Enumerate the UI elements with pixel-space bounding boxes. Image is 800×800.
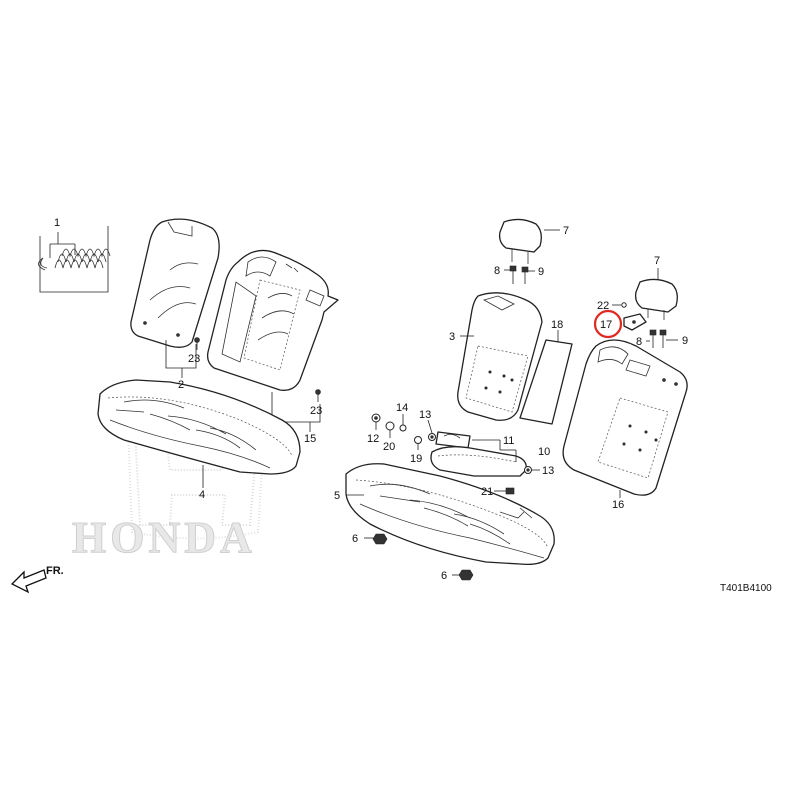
callout-9-right[interactable]: 9 <box>682 335 688 347</box>
callout-22[interactable]: 22 <box>597 300 609 312</box>
part-2-rear-seat-back-left[interactable] <box>130 218 220 348</box>
diagram-code: T401B4100 <box>720 583 772 594</box>
part-13-nut-upper[interactable] <box>427 419 436 441</box>
callout-12[interactable]: 12 <box>367 433 379 445</box>
callout-14[interactable]: 14 <box>396 402 408 414</box>
guide-9-center[interactable] <box>521 266 535 284</box>
part-19-clip[interactable] <box>414 436 422 451</box>
callout-23-right[interactable]: 23 <box>310 405 322 417</box>
callout-17[interactable]: 17 <box>600 319 612 331</box>
front-direction-indicator: FR. <box>10 565 64 594</box>
callout-7-center[interactable]: 7 <box>563 225 569 237</box>
callout-6-left[interactable]: 6 <box>352 533 358 545</box>
part-16-seat-back-right[interactable] <box>562 339 688 496</box>
callout-13-lower[interactable]: 13 <box>542 465 554 477</box>
callout-5[interactable]: 5 <box>334 490 340 502</box>
callout-19[interactable]: 19 <box>410 453 422 465</box>
callout-15[interactable]: 15 <box>304 433 316 445</box>
part-10-armrest[interactable] <box>430 446 527 477</box>
callout-8-center[interactable]: 8 <box>494 265 500 277</box>
callout-11[interactable]: 11 <box>503 435 514 447</box>
callout-6-right[interactable]: 6 <box>441 570 447 582</box>
callout-16[interactable]: 16 <box>612 499 624 511</box>
part-15-seat-back-frame[interactable] <box>206 249 339 391</box>
callout-9-center[interactable]: 9 <box>538 266 544 278</box>
guide-9-right[interactable] <box>659 329 678 348</box>
callout-20[interactable]: 20 <box>383 441 395 453</box>
part-7-headrest-center[interactable] <box>498 218 542 264</box>
highlight-ring <box>593 309 623 339</box>
guide-8-right[interactable] <box>646 329 657 348</box>
part-1-spring-set[interactable] <box>38 226 111 293</box>
part-22-bolt[interactable] <box>612 302 627 308</box>
front-label: FR. <box>46 565 64 577</box>
part-13-nut-lower[interactable] <box>524 466 541 474</box>
callout-1[interactable]: 1 <box>54 217 60 229</box>
callout-10[interactable]: 10 <box>538 446 550 458</box>
part-3-seat-back-center[interactable] <box>457 292 543 421</box>
part-20-washer[interactable] <box>385 421 395 438</box>
part-11-cupholder[interactable] <box>435 431 471 449</box>
honda-wordmark: HONDA <box>72 513 256 562</box>
callout-labels: 1 2 3 4 5 6 6 7 7 8 8 9 9 10 11 12 13 13… <box>54 217 688 582</box>
part-21-bolt[interactable] <box>494 487 515 495</box>
part-5-seat-cushion-main[interactable] <box>345 463 555 566</box>
callout-18[interactable]: 18 <box>551 319 563 331</box>
guide-8-center[interactable] <box>504 265 517 284</box>
part-7-headrest-right[interactable] <box>634 278 678 320</box>
clip-23-right[interactable] <box>315 389 321 403</box>
part-4-seat-cushion-left[interactable] <box>97 379 301 475</box>
callout-2[interactable]: 2 <box>178 379 184 391</box>
part-6-nut-left[interactable] <box>364 533 388 545</box>
callout-highlight <box>593 309 623 339</box>
part-18-trim-panel[interactable] <box>519 339 573 425</box>
callout-4[interactable]: 4 <box>199 489 205 501</box>
callout-7-right[interactable]: 7 <box>654 255 660 267</box>
part-12-nut[interactable] <box>371 413 381 430</box>
part-17-bracket[interactable] <box>623 313 647 331</box>
spring-coils <box>54 248 111 269</box>
callout-13-upper[interactable]: 13 <box>419 409 431 421</box>
callout-23-left[interactable]: 23 <box>188 353 200 365</box>
part-6-nut-right[interactable] <box>452 569 474 581</box>
honda-watermark: HONDA <box>72 414 267 563</box>
front-arrow-icon <box>10 569 47 594</box>
callout-3[interactable]: 3 <box>449 331 455 343</box>
clip-23-left[interactable] <box>194 337 200 351</box>
part-14-screw[interactable] <box>399 414 407 432</box>
callout-21[interactable]: 21 <box>481 486 493 498</box>
callout-8-right[interactable]: 8 <box>636 336 642 348</box>
